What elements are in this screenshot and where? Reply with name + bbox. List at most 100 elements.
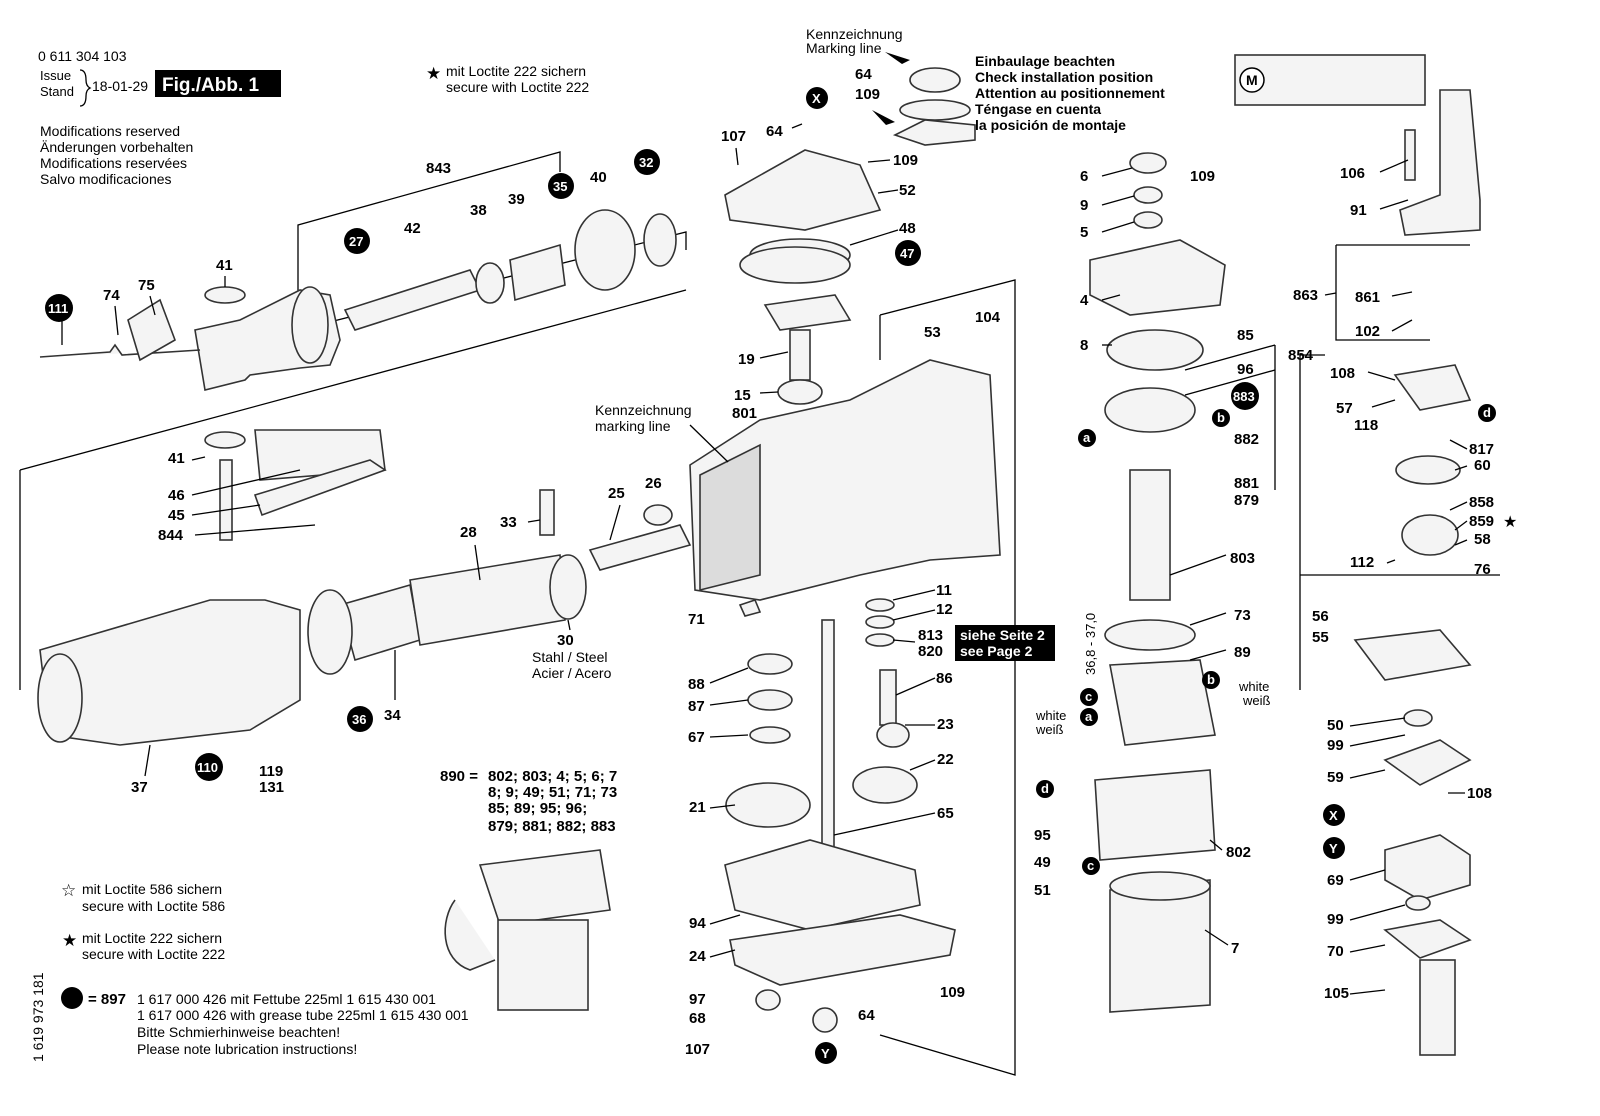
part-label: 87 bbox=[688, 698, 705, 715]
part-label: 58 bbox=[1474, 531, 1491, 548]
part-label: 75 bbox=[138, 277, 155, 294]
tag-c-1-text: c bbox=[1085, 689, 1092, 704]
part-label: 51 bbox=[1034, 882, 1051, 899]
tag-a-1-text: a bbox=[1083, 430, 1091, 445]
figure-label-box bbox=[155, 70, 281, 97]
badge-32 bbox=[634, 149, 660, 175]
part-label: 50 bbox=[1327, 717, 1344, 734]
legend-586-1: mit Loctite 586 sichern bbox=[82, 881, 222, 897]
part-label: 7 bbox=[1231, 940, 1239, 957]
badge-883-text: 883 bbox=[1233, 389, 1255, 404]
steel-note: Stahl / Steel Acier / Acero bbox=[532, 649, 612, 681]
part-label: 85 bbox=[1237, 327, 1254, 344]
star-icon: ★ bbox=[1503, 514, 1517, 531]
tag-b-2-text: b bbox=[1207, 672, 1215, 687]
tag-c-2 bbox=[1082, 857, 1100, 875]
loctite-top-note: ★ mit Loctite 222 sichern secure with Lo… bbox=[426, 63, 589, 95]
part-label: 109 bbox=[940, 984, 965, 1001]
grease-dot-icon bbox=[61, 987, 83, 1009]
badge-111 bbox=[45, 294, 73, 322]
part-label: 109 bbox=[1190, 168, 1215, 185]
issue-date: 18-01-29 bbox=[92, 78, 148, 94]
grease-line-2: 1 617 000 426 with grease tube 225ml 1 6… bbox=[137, 1007, 469, 1023]
part-label: 854 bbox=[1288, 347, 1314, 364]
steel-line-1: Stahl / Steel bbox=[532, 649, 608, 665]
part-label: 131 bbox=[259, 779, 284, 796]
install-line-5: la posición de montaje bbox=[975, 117, 1126, 133]
tag-a-2 bbox=[1080, 708, 1098, 726]
tag-a-2-text: a bbox=[1085, 709, 1093, 724]
group-890-note: 890 = 802; 803; 4; 5; 6; 7 8; 9; 49; 51;… bbox=[440, 768, 617, 1011]
part-label: 71 bbox=[688, 611, 705, 628]
install-line-2: Check installation position bbox=[975, 69, 1153, 85]
part-label: 76 bbox=[1474, 561, 1491, 578]
tag-c-1 bbox=[1080, 688, 1098, 706]
badge-x-top bbox=[806, 87, 828, 109]
part-label: 88 bbox=[688, 676, 705, 693]
part-label: 95 bbox=[1034, 827, 1051, 844]
tool-holder-assembly bbox=[19, 151, 692, 746]
group-890-label: 890 = bbox=[440, 768, 478, 785]
part-label: 119 bbox=[259, 763, 283, 780]
badge-y-right bbox=[1323, 837, 1345, 859]
badge-x-right bbox=[1323, 804, 1345, 826]
badge-47 bbox=[895, 240, 921, 266]
part-label: 26 bbox=[645, 475, 662, 492]
tag-b-1-text: b bbox=[1217, 410, 1225, 425]
part-label: 52 bbox=[899, 182, 916, 199]
part-labels: 74 75 41 843 42 38 39 40 41 46 45 844 28… bbox=[103, 66, 1517, 1058]
part-label: 99 bbox=[1327, 911, 1344, 928]
part-label: 843 bbox=[426, 160, 451, 177]
tag-d-2 bbox=[1036, 780, 1054, 798]
part-label: 109 bbox=[893, 152, 918, 169]
part-label: 34 bbox=[384, 707, 401, 724]
badge-x-top-text: X bbox=[812, 91, 821, 106]
part-label: 97 bbox=[689, 991, 706, 1008]
marking-mid-2: marking line bbox=[595, 418, 671, 434]
part-label: 858 bbox=[1469, 494, 1494, 511]
part-label: 30 bbox=[557, 632, 574, 649]
part-label: 45 bbox=[168, 507, 185, 524]
badge-y-bottom bbox=[815, 1042, 837, 1064]
part-label: 41 bbox=[168, 450, 185, 467]
tag-d-1-text: d bbox=[1483, 405, 1491, 420]
wire-weiss-right: weiß bbox=[1242, 693, 1271, 708]
part-label: 25 bbox=[608, 485, 625, 502]
part-label: 89 bbox=[1234, 644, 1251, 661]
part-label: 4 bbox=[1080, 292, 1089, 309]
part-label: 12 bbox=[936, 601, 953, 618]
motor-symbol: M bbox=[1246, 72, 1258, 88]
wire-labels: white weiß white weiß 36,8 - 37,0 bbox=[1035, 613, 1271, 737]
part-label: 106 bbox=[1340, 165, 1365, 182]
mod-line-3: Modifications reservées bbox=[40, 155, 187, 171]
part-label: 104 bbox=[975, 309, 1001, 326]
part-label: 37 bbox=[131, 779, 148, 796]
part-label: 74 bbox=[103, 287, 120, 304]
part-label: 96 bbox=[1237, 361, 1254, 378]
part-label: 107 bbox=[721, 128, 746, 145]
badge-883 bbox=[1231, 382, 1259, 410]
wire-white-right: white bbox=[1238, 679, 1269, 694]
part-label: 91 bbox=[1350, 202, 1367, 219]
part-label: 28 bbox=[460, 524, 477, 541]
part-label: 813 bbox=[918, 627, 943, 644]
part-label: 11 bbox=[936, 582, 952, 599]
tag-b-2 bbox=[1202, 671, 1220, 689]
part-label: 68 bbox=[689, 1010, 706, 1027]
grease-line-3: Bitte Schmierhinweise beachten! bbox=[137, 1024, 340, 1040]
badge-36-text: 36 bbox=[352, 712, 366, 727]
figure-label: Fig./Abb. 1 bbox=[162, 75, 260, 96]
badge-27 bbox=[344, 228, 370, 254]
legend: ☆ mit Loctite 586 sichern secure with Lo… bbox=[61, 881, 469, 1057]
marking-mid-note: Kennzeichnung marking line bbox=[595, 402, 729, 463]
part-label: 108 bbox=[1467, 785, 1492, 802]
part-label: 39 bbox=[508, 191, 525, 208]
part-label: 24 bbox=[689, 948, 706, 965]
part-label: 859 bbox=[1469, 513, 1494, 530]
outline-star-icon: ☆ bbox=[61, 881, 76, 900]
part-label: 48 bbox=[899, 220, 916, 237]
part-label: 118 bbox=[1354, 417, 1378, 434]
badge-35-text: 35 bbox=[553, 179, 567, 194]
part-label: 67 bbox=[688, 729, 705, 746]
part-label: 86 bbox=[936, 670, 953, 687]
